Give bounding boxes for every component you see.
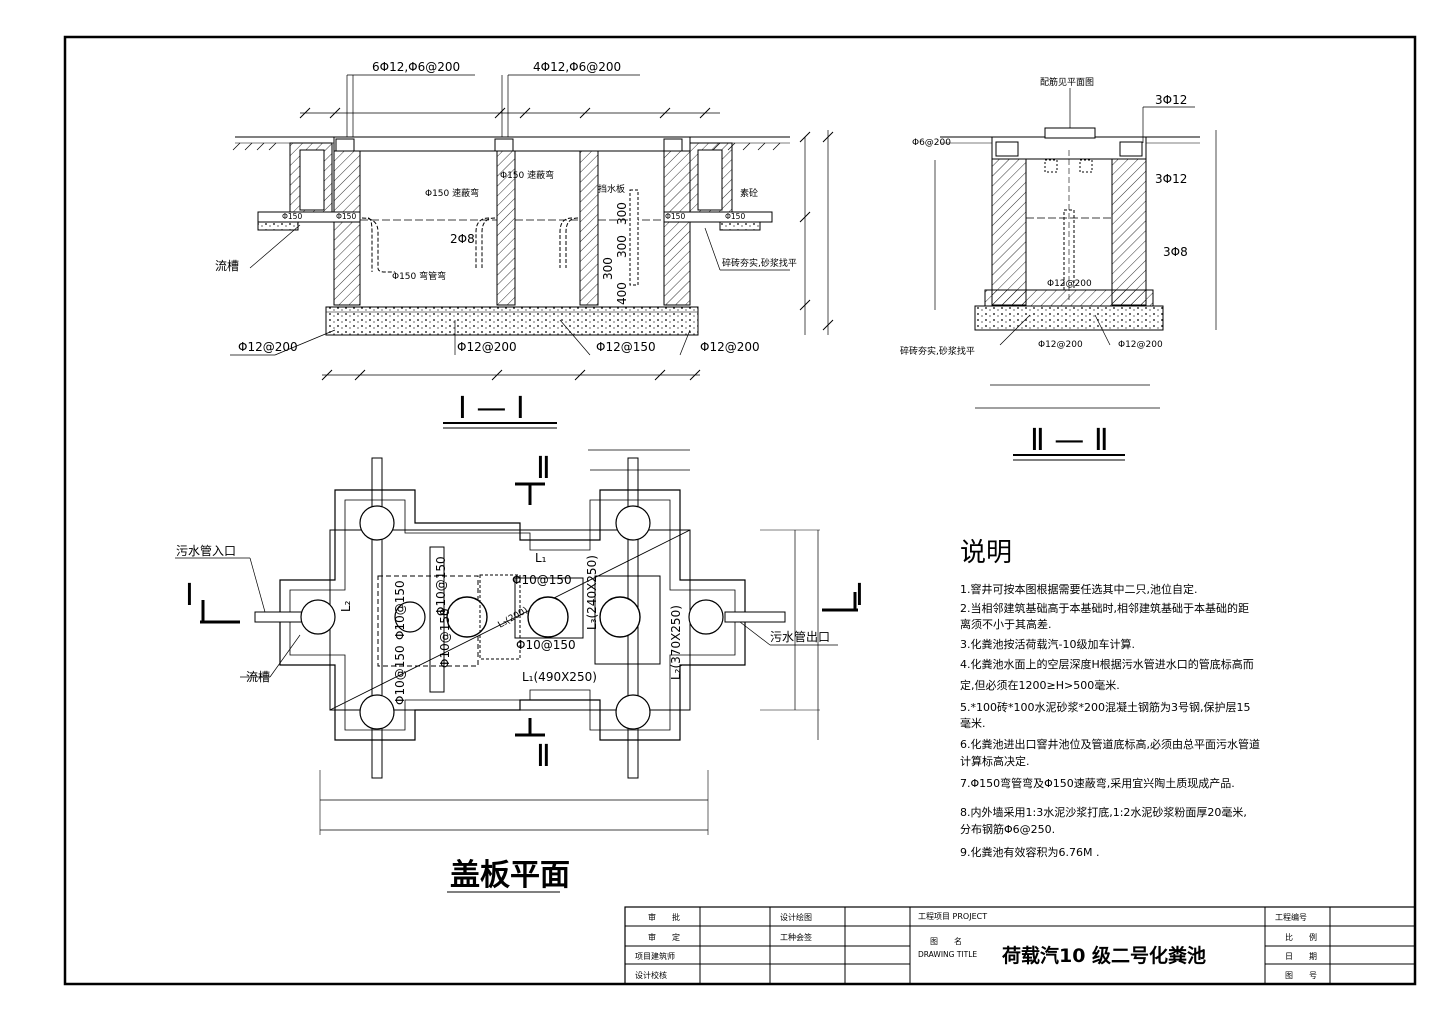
label-pipe-left: Φ150 [282, 212, 302, 221]
note-line-11: 7.Φ150弯管弯及Φ150速蔽弯,采用宜兴陶土质现成产品. [960, 776, 1235, 790]
note-line-8: 毫米. [960, 716, 986, 730]
label-top-right-rebar: 4Φ12,Φ6@200 [533, 60, 621, 74]
plan-title: 盖板平面 [450, 858, 570, 893]
cover-plan-drawing [175, 449, 858, 893]
label-bottom-3: Φ12@150 [596, 340, 656, 354]
label-top-left-rebar: 6Φ12,Φ6@200 [372, 60, 460, 74]
label-phi10-a: Φ10@150 [512, 573, 572, 587]
tb-project-no: 工程编号 [1275, 912, 1307, 922]
label-pipe-left2: Φ150 [336, 212, 356, 221]
label-baffle: 挡水板 [598, 183, 625, 195]
label-phi10-f: Φ10@150 [434, 556, 448, 616]
section-2-title: Ⅱ — Ⅱ [1030, 423, 1109, 458]
label-phi10-e: Φ10@150 [438, 608, 452, 668]
dim-400: 400 [615, 282, 629, 305]
note-line-3: 离须不小于其高差. [960, 617, 1052, 631]
section-mark-2-top: Ⅱ [536, 451, 551, 486]
label-s2-top: 配筋见平面图 [1040, 76, 1094, 88]
dim-300-a: 300 [615, 202, 629, 225]
note-line-5: 4.化粪池水面上的空层深度H根据污水管进水口的管底标高而 [960, 657, 1254, 671]
tb-sheet-no: 图 号 [1285, 971, 1317, 980]
label-s2-brick: 碎砖夯实,砂浆找平 [900, 345, 975, 357]
label-l2-right: L₂(370X250) [669, 605, 683, 680]
label-riser: 素砼 [740, 187, 758, 199]
label-phi10-b: Φ10@150 [516, 638, 576, 652]
note-line-4: 3.化粪池按活荷载汽-10级加车计算. [960, 637, 1135, 651]
label-s2-bottom-2: Φ12@200 [1118, 340, 1163, 350]
section-mark-1-right: I [855, 578, 864, 613]
label-elbow-up-left: Φ150 速蔽弯 [425, 187, 479, 199]
label-s2-r3: 3Φ8 [1163, 245, 1188, 259]
section-1-title: I — I [458, 391, 525, 426]
tb-drawing-title-en: DRAWING TITLE [918, 950, 977, 959]
tb-check: 设计校核 [635, 970, 667, 980]
label-s2-r1: 3Φ12 [1155, 93, 1187, 107]
label-elbow-down: Φ150 弯管弯 [392, 270, 446, 282]
note-line-10: 计算标高决定. [960, 754, 1030, 768]
tb-review: 审 定 [648, 932, 680, 942]
note-line-12: 8.内外墙采用1:3水泥沙浆打底,1:2水泥砂浆粉面厚20毫米, [960, 805, 1247, 819]
tb-cosign: 工种会签 [780, 932, 812, 942]
label-s2-bottom-1: Φ12@200 [1038, 340, 1083, 350]
note-line-7: 5.*100砖*100水泥砂浆*200混凝土钢筋为3号钢,保护层15 [960, 700, 1250, 714]
label-l1-bottom: L₁(490X250) [522, 670, 597, 684]
label-outlet: 污水管出口 [770, 629, 830, 644]
label-pipe-right2: Φ150 [725, 212, 745, 221]
label-elbow-up-mid: Φ150 速蔽弯 [500, 169, 554, 181]
tb-date: 日 期 [1285, 952, 1317, 961]
tb-scale: 比 例 [1285, 932, 1317, 942]
label-inlet: 污水管入口 [176, 543, 236, 558]
dim-300-b: 300 [615, 235, 629, 258]
label-bottom-2: Φ12@200 [457, 340, 517, 354]
label-bottom-4: Φ12@200 [700, 340, 760, 354]
label-phi10-c: Φ10@150 [393, 580, 407, 640]
tb-title: 荷载汽10 级二号化粪池 [1002, 944, 1206, 967]
label-l3-diag: L₃(240X250) [585, 555, 599, 630]
tb-project: 工程项目 PROJECT [918, 912, 987, 921]
label-groove-section: 流槽 [215, 259, 239, 273]
label-s2-mid: Φ12@200 [1047, 279, 1092, 289]
label-plan-groove: 流槽 [246, 670, 270, 684]
notes-title: 说明 [960, 538, 1012, 568]
label-s2-left-top: Φ6@200 [912, 138, 951, 148]
label-l1-top: L₁ [535, 551, 547, 565]
label-bottom-1: Φ12@200 [238, 340, 298, 354]
label-2phi8: 2Φ8 [450, 232, 475, 246]
dim-300-c: 300 [601, 257, 615, 280]
tb-drawing-name: 图 名 [930, 936, 962, 946]
label-s2-r2: 3Φ12 [1155, 172, 1187, 186]
tb-architect: 项目建筑师 [635, 951, 675, 961]
note-line-14: 9.化粪池有效容积为6.76M . [960, 845, 1099, 859]
label-phi10-d: Φ10@150 [393, 645, 407, 705]
note-line-9: 6.化粪池进出口窨井池位及管道底标高,必须由总平面污水管道 [960, 737, 1260, 751]
title-block-frame [624, 906, 1416, 985]
tb-design-draw: 设计绘图 [780, 912, 812, 922]
label-l2-left: L₂ [339, 600, 353, 612]
section-mark-2-bottom: Ⅱ [536, 739, 551, 774]
section-1-drawing [230, 74, 834, 429]
section-2-drawing [934, 88, 1217, 461]
section-mark-1-left: I [185, 578, 194, 613]
note-line-2: 2.当相邻建筑基础高于本基础时,相邻建筑基础于本基础的距 [960, 601, 1249, 615]
label-pipe-right: Φ150 [665, 212, 685, 221]
tb-approve: 审 批 [648, 912, 680, 922]
note-line-1: 1.窨井可按本图根据需要任选其中二只,池位自定. [960, 582, 1198, 596]
label-brick-note-1: 碎砖夯实,砂浆找平 [722, 257, 797, 269]
note-line-6: 定,但必须在1200≥H>500毫米. [960, 678, 1120, 692]
label-l3-small: L₃(200) [497, 606, 530, 631]
note-line-13: 分布钢筋Φ6@250. [960, 822, 1055, 836]
